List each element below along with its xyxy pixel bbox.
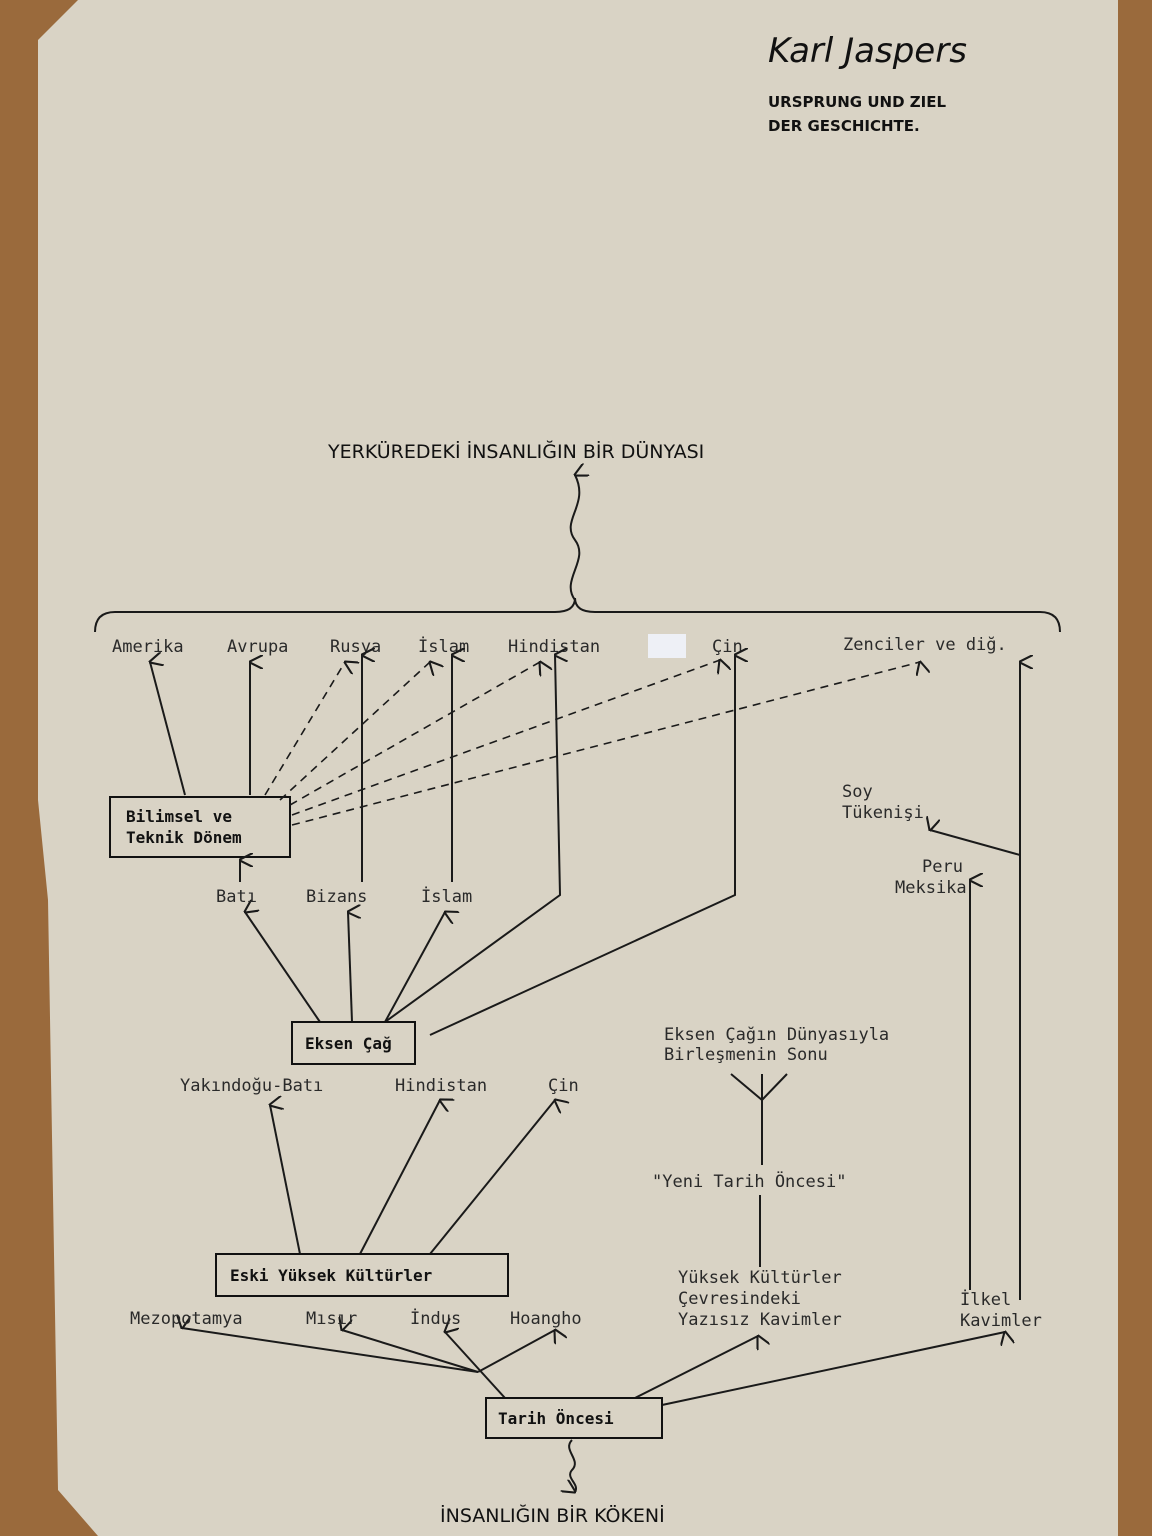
scientific-technical-box bbox=[109, 796, 291, 858]
scientific-label-2: Teknik Dönem bbox=[126, 828, 242, 847]
paper-sheet bbox=[38, 0, 1118, 1536]
book-title-line2: DER GESCHICHTE. bbox=[768, 117, 920, 135]
label-bati: Batı bbox=[216, 887, 257, 907]
label-misir: Mısır bbox=[306, 1309, 357, 1329]
label-islam-top: İslam bbox=[418, 636, 469, 657]
author-name: Karl Jaspers bbox=[768, 31, 967, 71]
book-title-line1: URSPRUNG UND ZIEL bbox=[768, 93, 946, 111]
arrows bbox=[150, 655, 1020, 1492]
label-amerika: Amerika bbox=[112, 637, 184, 657]
label-hoangho: Hoangho bbox=[510, 1309, 582, 1329]
label-cin-ancient: Çin bbox=[548, 1076, 579, 1096]
illiterate-label-2: Çevresindeki bbox=[678, 1289, 801, 1309]
world-row: Amerika Avrupa Rusya İslam Hindistan Çin… bbox=[112, 634, 1007, 658]
label-islam-axial: İslam bbox=[421, 886, 472, 907]
bottom-title: İNSANLIĞIN BİR KÖKENİ bbox=[440, 1503, 665, 1527]
label-yakindogu: Yakındoğu-Batı bbox=[180, 1076, 323, 1096]
primitive-label-2: Kavimler bbox=[960, 1311, 1042, 1331]
label-bizans: Bizans bbox=[306, 887, 367, 907]
peru-label: Peru bbox=[922, 857, 963, 877]
label-zenciler: Zenciler ve diğ. bbox=[843, 635, 1007, 655]
correction-mark bbox=[648, 634, 686, 658]
prehistory-label: Tarih Öncesi bbox=[498, 1409, 614, 1428]
label-mezopotamya: Mezopotamya bbox=[130, 1309, 243, 1329]
meksika-label: Meksika bbox=[895, 878, 967, 898]
extinction-label-2: Tükenişi bbox=[842, 803, 924, 823]
new-prehistory-label: "Yeni Tarih Öncesi" bbox=[652, 1170, 846, 1192]
label-cin-top: Çin bbox=[712, 637, 743, 657]
top-title: YERKÜREDEKİ İNSANLIĞIN BİR DÜNYASI bbox=[327, 439, 704, 463]
illiterate-label-1: Yüksek Kültürler bbox=[678, 1268, 842, 1288]
prehistory-box bbox=[485, 1397, 663, 1439]
ancient-cultures-box bbox=[215, 1253, 509, 1297]
label-avrupa: Avrupa bbox=[227, 637, 288, 657]
axial-age-box bbox=[291, 1021, 416, 1065]
label-rusya: Rusya bbox=[330, 637, 381, 657]
label-indus: İndus bbox=[410, 1308, 461, 1329]
axial-end-label-1: Eksen Çağın Dünyasıyla bbox=[664, 1025, 889, 1045]
ancient-cultures-label: Eski Yüksek Kültürler bbox=[230, 1266, 432, 1285]
axial-end-label-2: Birleşmenin Sonu bbox=[664, 1045, 828, 1065]
extinction-label-1: Soy bbox=[842, 782, 873, 802]
label-hindistan-top: Hindistan bbox=[508, 637, 600, 657]
curly-brace bbox=[94, 597, 1061, 633]
wavy-arrow-up bbox=[569, 475, 580, 601]
scientific-label-1: Bilimsel ve bbox=[126, 807, 232, 826]
primitive-label-1: İlkel bbox=[960, 1289, 1011, 1310]
label-hindistan-ancient: Hindistan bbox=[395, 1076, 487, 1096]
illiterate-label-3: Yazısız Kavimler bbox=[678, 1310, 842, 1330]
axial-age-label: Eksen Çağ bbox=[305, 1034, 392, 1053]
handwritten-annotation: Karl Jaspers URSPRUNG UND ZIEL DER GESCH… bbox=[768, 31, 967, 135]
